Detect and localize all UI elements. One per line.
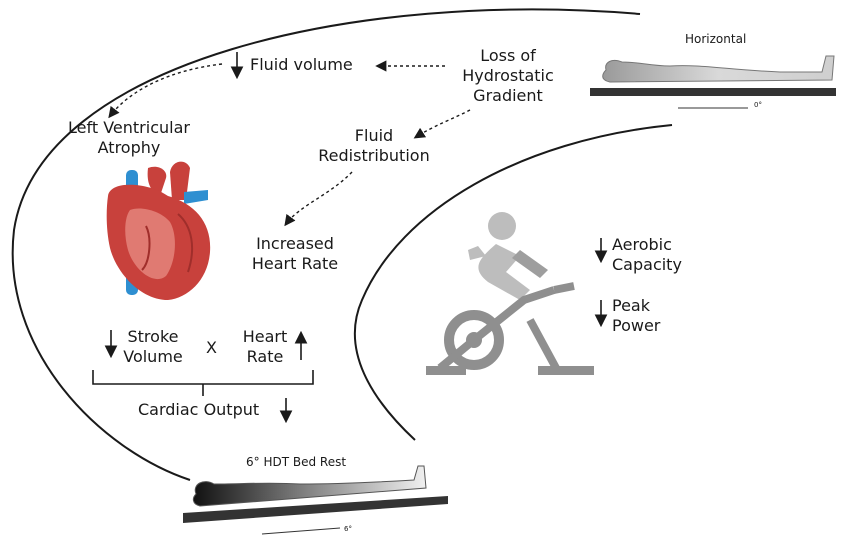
peak-label-1: Peak [612,296,650,316]
fluid-volume-label: Fluid volume [250,55,353,75]
increased-hr-label-2: Heart Rate [240,254,350,274]
stroke-volume-label-1: Stroke [116,327,190,347]
fluid-redistribution-label-1: Fluid [306,126,442,146]
hdt-body-icon [183,466,448,534]
heart-icon [107,162,210,300]
times-symbol: X [206,338,217,358]
peak-label-2: Power [612,316,660,336]
lva-label-2: Atrophy [54,138,204,158]
horizontal-body-icon [590,56,836,108]
loss-label-1: Loss of [448,46,568,66]
arrow-fluid-to-lva [110,64,222,116]
aerobic-label-1: Aerobic [612,235,672,255]
horizontal-angle: 0° [754,100,762,110]
arrow-redistribution-to-hr [286,172,352,224]
lva-label-1: Left Ventricular [54,118,204,138]
cardiac-output-label: Cardiac Output [138,400,259,420]
aerobic-label-2: Capacity [612,255,682,275]
horizontal-title: Horizontal [685,29,746,49]
stroke-volume-label-2: Volume [116,347,190,367]
heart-rate-label-2: Rate [236,347,294,367]
exercise-bike-icon [426,212,594,375]
fluid-redistribution-label-2: Redistribution [306,146,442,166]
heart-rate-label-1: Heart [236,327,294,347]
hdt-angle: 6° [344,524,352,534]
loss-label-2: Hydrostatic [448,66,568,86]
hdt-title: 6° HDT Bed Rest [246,452,346,472]
increased-hr-label-1: Increased [240,234,350,254]
bracket [93,370,313,396]
loss-label-3: Gradient [448,86,568,106]
